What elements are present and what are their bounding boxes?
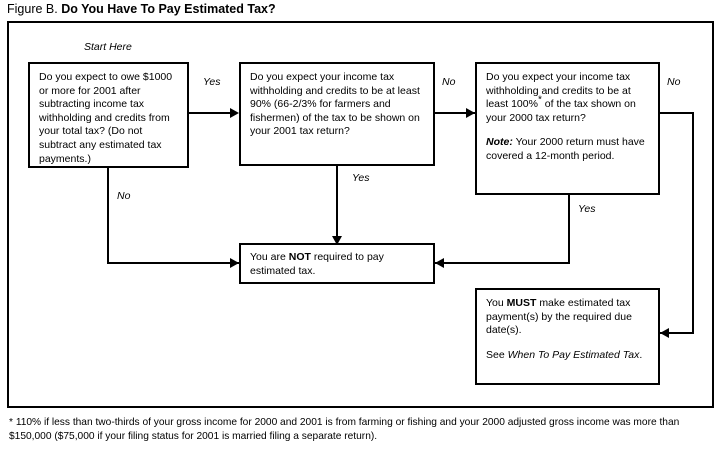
footnote-star-icon: * (537, 94, 542, 106)
edge-label-hundred-yes: Yes (578, 203, 596, 215)
decision-owe-1000-text: Do you expect to owe $1000 or more for 2… (39, 71, 173, 165)
edge-ninety-no-line (435, 112, 475, 114)
edge-hundred-no-vline (692, 112, 694, 334)
outcome-must-pay: You MUST make estimated tax payment(s) b… (475, 288, 660, 385)
edge-ninety-yes-arrowhead (332, 236, 342, 245)
edge-label-owe-yes: Yes (203, 76, 221, 88)
outcome-must-pay-after: make estimated tax payment(s) by the req… (486, 297, 632, 337)
decision-hundred-percent-text-before: Do you expect your income tax withholdin… (486, 71, 631, 111)
figure-title-text: Do You Have To Pay Estimated Tax? (61, 2, 276, 16)
outcome-must-pay-reference: See When To Pay Estimated Tax. (486, 349, 649, 363)
decision-owe-1000: Do you expect to owe $1000 or more for 2… (28, 62, 189, 168)
edge-hundred-yes-arrowhead (435, 258, 444, 268)
edge-hundred-yes-vline (568, 195, 570, 264)
decision-hundred-percent: Do you expect your income tax withholdin… (475, 62, 660, 195)
see-suffix: . (639, 348, 643, 361)
footnote-marker: * (9, 417, 13, 428)
outcome-not-required-emphasis: NOT (288, 251, 311, 264)
note-text: Your 2000 return must have covered a 12-… (486, 136, 645, 162)
outcome-not-required-text: You are NOT required to pay estimated ta… (250, 251, 424, 278)
see-reference-title: When To Pay Estimated Tax (507, 348, 640, 361)
decision-ninety-percent-text: Do you expect your income tax withholdin… (250, 71, 420, 138)
decision-hundred-percent-text-after: of the tax shown on your 2000 tax return… (486, 98, 636, 124)
edge-label-hundred-no: No (667, 76, 681, 88)
footnote-text: 110% if less than two-thirds of your gro… (9, 417, 680, 442)
edge-hundred-no-hline-bottom (660, 332, 694, 334)
edge-owe-yes-arrowhead (230, 108, 239, 118)
note-label: Note: (486, 136, 513, 149)
figure-title: Figure B. Do You Have To Pay Estimated T… (7, 1, 276, 17)
figure-label: Figure B. (7, 2, 58, 16)
edge-owe-no-hline (107, 262, 239, 264)
edge-ninety-no-arrowhead (466, 108, 475, 118)
outcome-not-required-before: You are (250, 251, 286, 264)
decision-hundred-percent-text: Do you expect your income tax withholdin… (486, 71, 649, 125)
outcome-must-pay-emphasis: MUST (506, 297, 537, 309)
edge-label-ninety-yes: Yes (352, 172, 370, 184)
edge-label-ninety-no: No (442, 76, 456, 88)
outcome-must-pay-before: You (486, 297, 504, 309)
outcome-must-pay-text: You MUST make estimated tax payment(s) b… (486, 297, 649, 338)
outcome-not-required-after: required to pay estimated tax. (250, 251, 384, 277)
edge-hundred-no-arrowhead (660, 328, 669, 338)
edge-ninety-yes-vline (336, 166, 338, 245)
decision-ninety-percent: Do you expect your income tax withholdin… (239, 62, 435, 166)
edge-hundred-yes-hline (435, 262, 570, 264)
see-prefix: See (486, 348, 505, 361)
start-here-caption: Start Here (84, 41, 132, 53)
outcome-not-required: You are NOT required to pay estimated ta… (239, 243, 435, 284)
edge-owe-no-vline (107, 168, 109, 264)
edge-owe-yes-line (189, 112, 231, 114)
edge-owe-no-arrowhead (230, 258, 239, 268)
figure-footnote: * 110% if less than two-thirds of your g… (9, 416, 715, 444)
decision-hundred-percent-note: Note: Your 2000 return must have covered… (486, 136, 649, 163)
edge-label-owe-no: No (117, 190, 131, 202)
edge-hundred-no-hline-top (660, 112, 694, 114)
